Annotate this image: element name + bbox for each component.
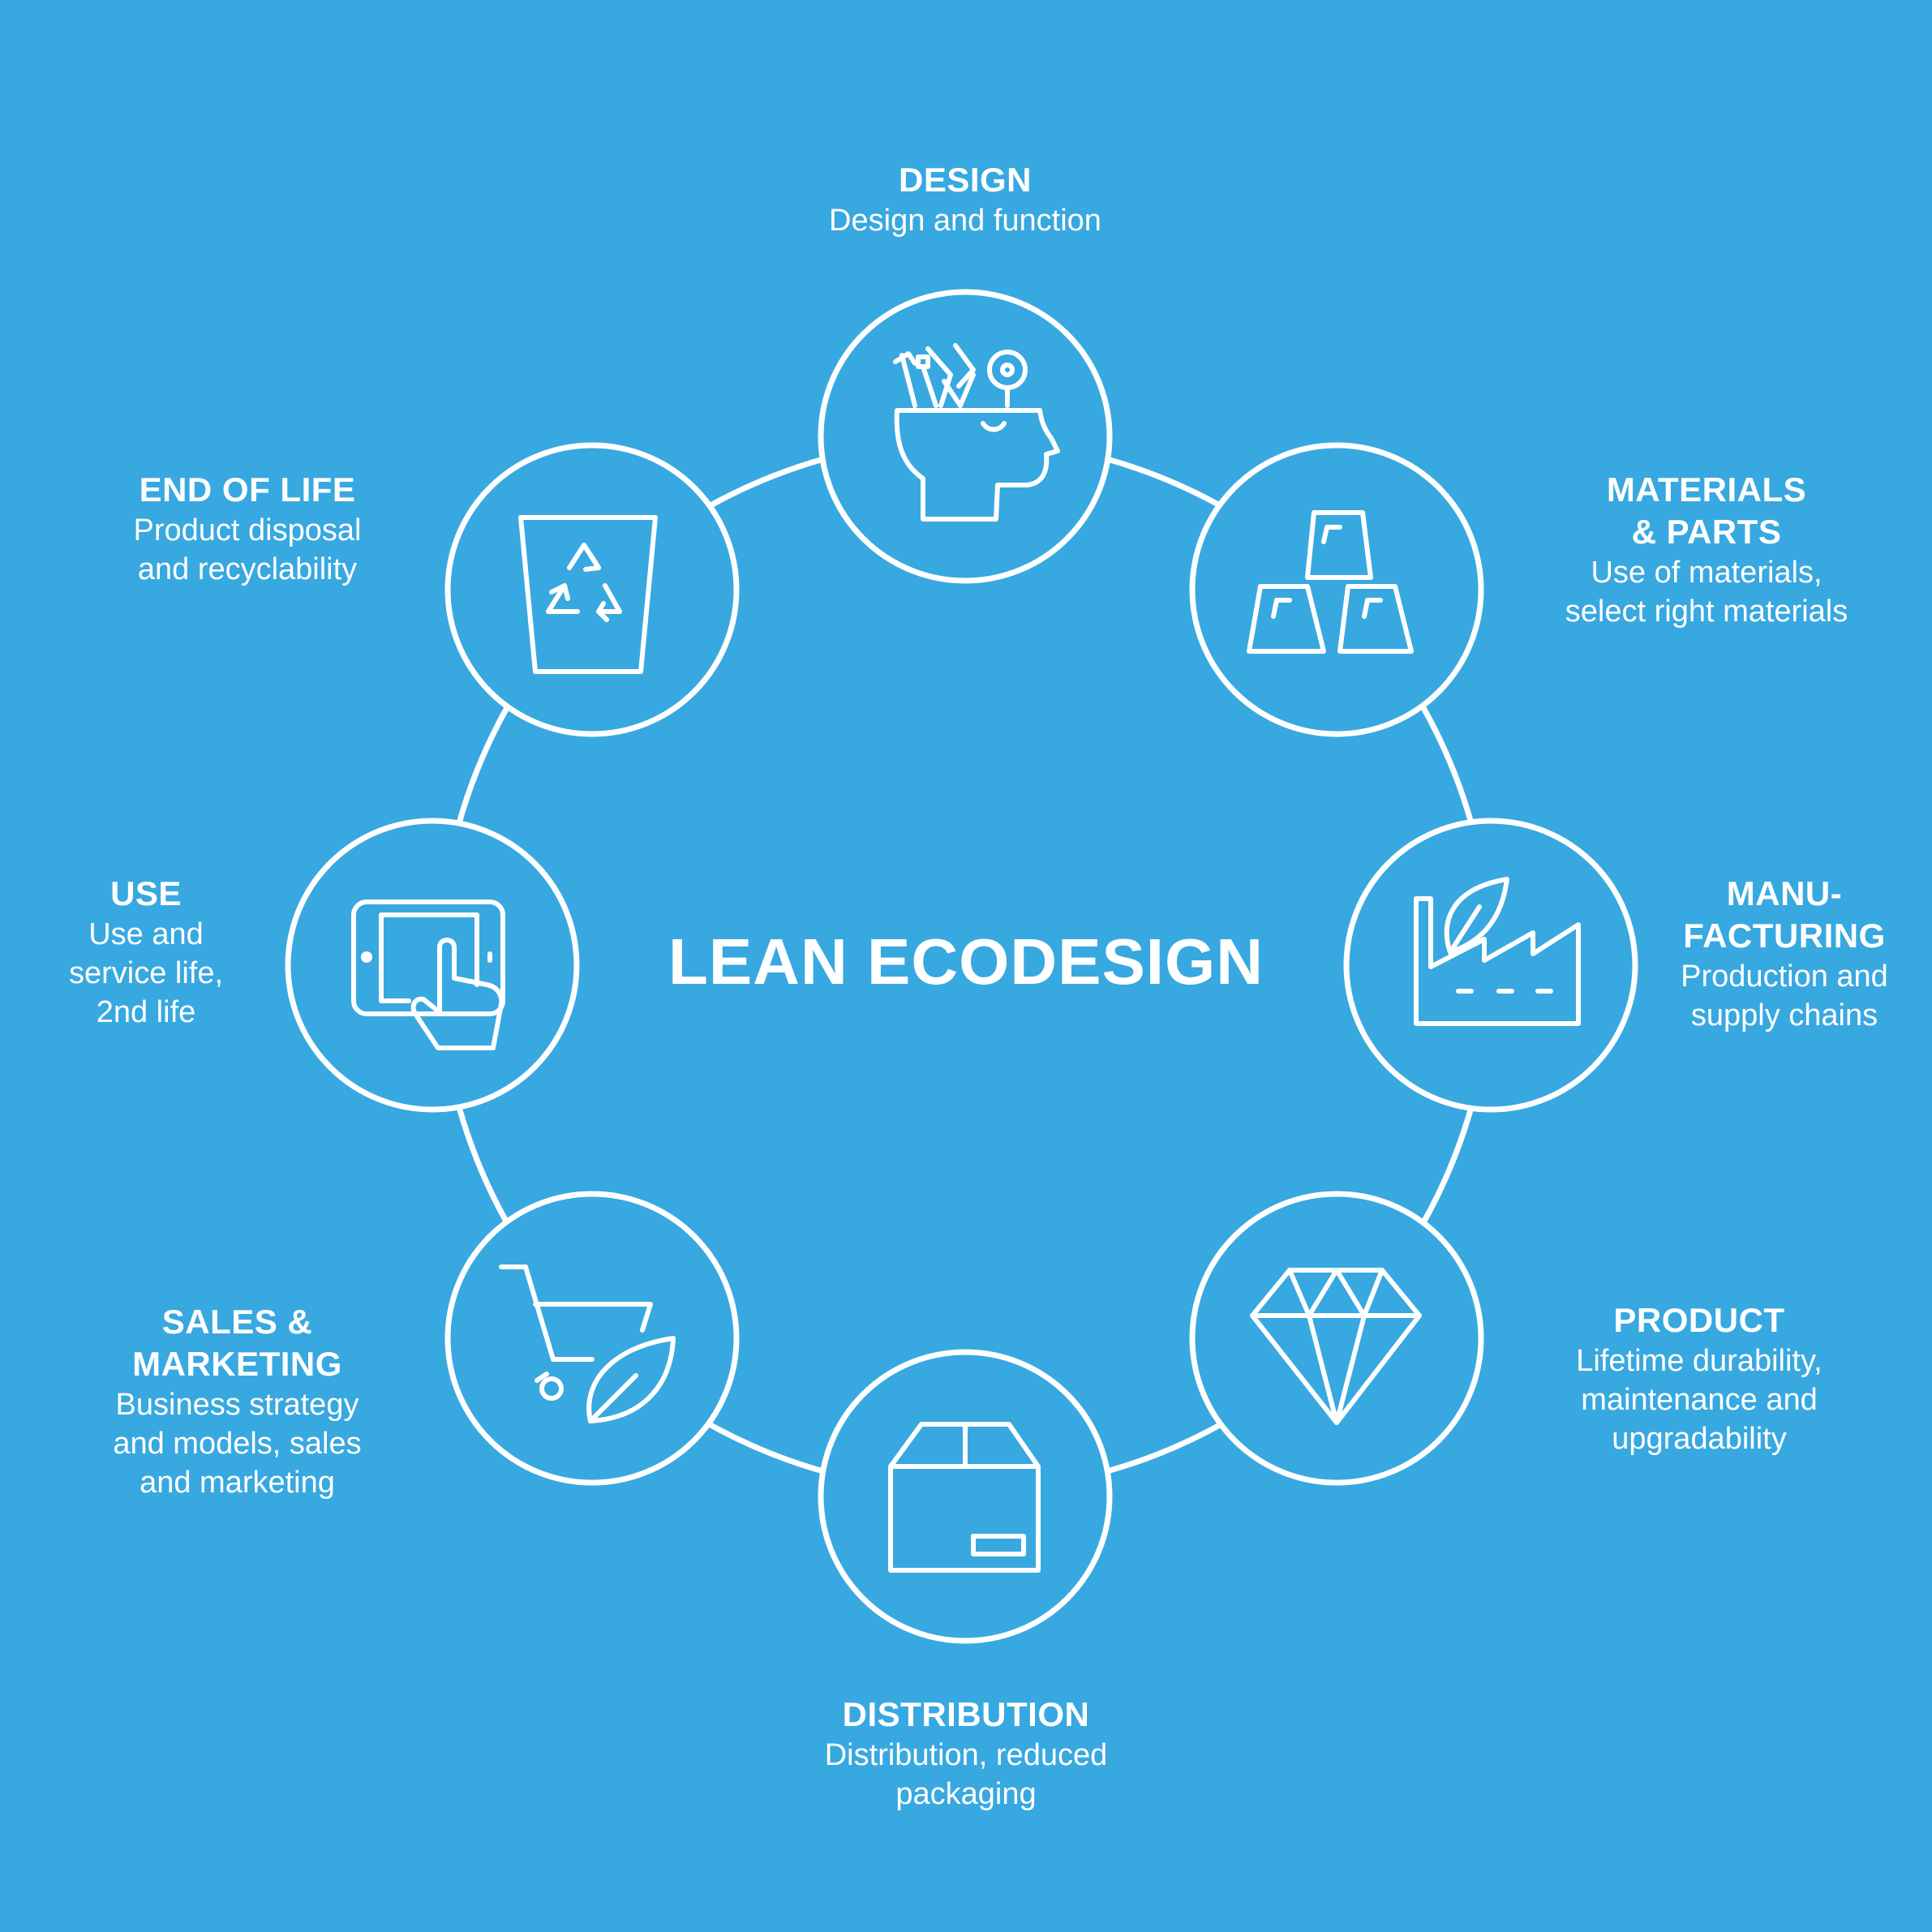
sales-title: SALES & MARKETING: [132, 1303, 342, 1383]
manufacturing-node: [1343, 818, 1638, 1113]
design-label: DESIGN Design and function: [722, 159, 1209, 240]
distribution-label: DISTRIBUTION Distribution, reduced packa…: [763, 1694, 1169, 1814]
end-of-life-title: END OF LIFE: [139, 470, 356, 509]
manufacturing-desc: Production and supply chains: [1681, 960, 1888, 1033]
manufacturing-title: MANU- FACTURING: [1683, 874, 1886, 955]
tablet-touch-icon: [351, 899, 505, 1050]
design-desc: Design and function: [829, 204, 1101, 238]
box-icon: [888, 1422, 1041, 1573]
product-title: PRODUCT: [1613, 1301, 1785, 1339]
use-title: USE: [110, 874, 182, 912]
use-label: USE Use and service life, 2nd life: [32, 873, 260, 1032]
cart-leaf-icon: [499, 1264, 676, 1423]
materials-title: MATERIALS & PARTS: [1606, 470, 1807, 551]
product-node: [1189, 1191, 1484, 1486]
materials-node: [1189, 442, 1484, 737]
end-of-life-label: END OF LIFE Product disposal and recycla…: [97, 469, 397, 589]
design-node: [818, 289, 1113, 584]
materials-label: MATERIALS & PARTS Use of materials, sele…: [1512, 469, 1901, 631]
recycle-bin-icon: [518, 515, 658, 674]
use-node: [285, 818, 580, 1113]
diamond-icon: [1250, 1268, 1422, 1425]
sales-node: [444, 1191, 740, 1486]
product-desc: Lifetime durability, maintenance and upg…: [1576, 1344, 1823, 1456]
factory-leaf-icon: [1414, 877, 1581, 1026]
materials-desc: Use of materials, select right materials: [1565, 556, 1848, 629]
end-of-life-node: [444, 442, 740, 737]
distribution-node: [818, 1349, 1113, 1644]
sales-desc: Business strategy and models, sales and …: [113, 1388, 362, 1500]
product-label: PRODUCT Lifetime durability, maintenance…: [1533, 1299, 1865, 1458]
end-of-life-desc: Product disposal and recyclability: [133, 513, 362, 586]
center-title: LEAN ECODESIGN: [668, 925, 1264, 998]
design-title: DESIGN: [898, 161, 1033, 199]
head-ideas-icon: [893, 343, 1060, 522]
distribution-title: DISTRIBUTION: [842, 1695, 1090, 1733]
stacked-bars-icon: [1247, 510, 1414, 654]
use-desc: Use and service life, 2nd life: [68, 917, 224, 1029]
manufacturing-label: MANU- FACTURING Production and supply ch…: [1646, 873, 1922, 1035]
distribution-desc: Distribution, reduced packaging: [824, 1738, 1108, 1811]
sales-label: SALES & MARKETING Business strategy and …: [73, 1301, 401, 1502]
